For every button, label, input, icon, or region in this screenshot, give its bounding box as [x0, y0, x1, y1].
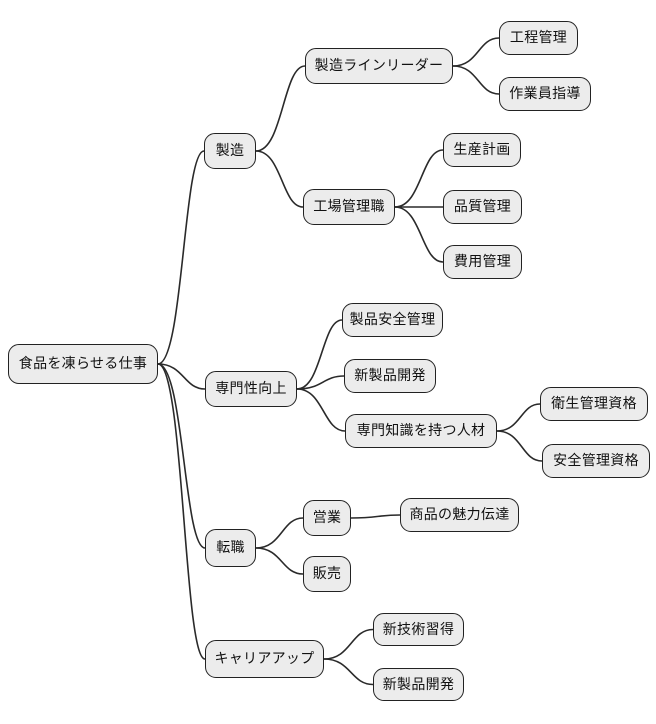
node-label-retail: 販売 [312, 566, 342, 582]
edge-expertise--product-safety [296, 319, 343, 390]
mindmap-node-safety-cert: 安全管理資格 [542, 444, 650, 478]
mindmap-node-sales: 営業 [303, 500, 351, 536]
node-label-line-leader: 製造ラインリーダー [314, 58, 444, 74]
edge-manufacturing--line-leader [255, 65, 306, 152]
edge-factory-management--production-planning [394, 149, 444, 208]
mindmap-node-new-tech: 新技術習得 [373, 613, 464, 646]
edge-job-change--sales [255, 517, 304, 549]
mindmap-node-quality-control: 品質管理 [443, 190, 522, 224]
node-label-factory-management: 工場管理職 [313, 199, 385, 215]
edge-root--job-change [157, 363, 206, 549]
mindmap-node-worker-guidance: 作業員指導 [499, 77, 591, 111]
edge-sales--product-appeal [350, 514, 401, 519]
edge-career-up--new-product-dev-2 [323, 658, 374, 686]
mindmap-node-job-change: 転職 [205, 529, 256, 567]
node-label-cost-control: 費用管理 [453, 254, 512, 270]
mindmap-node-retail: 販売 [303, 556, 351, 592]
node-label-hygiene-cert: 衛生管理資格 [551, 396, 637, 412]
mindmap-node-product-safety: 製品安全管理 [342, 303, 443, 337]
node-label-worker-guidance: 作業員指導 [509, 86, 581, 102]
node-label-expertise: 専門性向上 [215, 381, 287, 397]
edge-line-leader--worker-guidance [452, 65, 500, 95]
mindmap-node-manufacturing: 製造 [204, 133, 256, 169]
node-label-safety-cert: 安全管理資格 [553, 453, 639, 469]
mindmap-node-hygiene-cert: 衛生管理資格 [540, 387, 648, 421]
edge-specialist-personnel--safety-cert [496, 430, 543, 462]
mindmap-node-specialist-personnel: 専門知識を持つ人材 [345, 414, 497, 448]
node-label-new-tech: 新技術習得 [382, 621, 455, 638]
node-label-production-planning: 生産計画 [453, 142, 511, 158]
node-label-career-up: キャリアアップ [214, 651, 315, 667]
mindmap-node-factory-management: 工場管理職 [303, 189, 395, 225]
node-label-job-change: 転職 [216, 540, 245, 556]
node-label-new-product-dev-2: 新製品開発 [382, 676, 455, 693]
edge-root--expertise [157, 363, 206, 390]
edge-specialist-personnel--hygiene-cert [496, 403, 541, 432]
edge-career-up--new-tech [323, 628, 374, 660]
edge-expertise--new-product-dev-1 [296, 375, 345, 390]
mindmap-node-product-appeal: 商品の魅力伝達 [400, 498, 519, 532]
edge-expertise--specialist-personnel [296, 388, 346, 432]
node-label-quality-control: 品質管理 [453, 199, 512, 215]
mindmap-node-new-product-dev-2: 新製品開発 [373, 668, 464, 701]
mindmap-node-production-planning: 生産計画 [443, 133, 521, 167]
mindmap-node-process-control: 工程管理 [499, 21, 578, 55]
mindmap-node-career-up: キャリアアップ [205, 640, 324, 678]
edge-job-change--retail [255, 547, 304, 575]
mindmap-node-root: 食品を凍らせる仕事 [8, 344, 158, 384]
node-label-sales: 営業 [312, 510, 342, 526]
edge-manufacturing--factory-management [255, 150, 304, 208]
mindmap-node-expertise: 専門性向上 [205, 371, 297, 407]
edge-line-leader--process-control [452, 37, 500, 67]
node-label-new-product-dev-1: 新製品開発 [354, 368, 426, 384]
mindmap-node-cost-control: 費用管理 [443, 245, 522, 279]
edge-factory-management--cost-control [394, 206, 444, 263]
node-label-product-appeal: 商品の魅力伝達 [409, 507, 510, 523]
node-label-specialist-personnel: 専門知識を持つ人材 [356, 423, 486, 439]
node-label-product-safety: 製品安全管理 [349, 312, 436, 328]
mindmap-node-new-product-dev-1: 新製品開発 [344, 359, 436, 393]
edge-root--career-up [157, 363, 206, 660]
node-label-process-control: 工程管理 [509, 30, 568, 46]
edge-root--manufacturing [157, 150, 205, 365]
node-label-root: 食品を凍らせる仕事 [18, 356, 148, 372]
mindmap-node-line-leader: 製造ラインリーダー [305, 48, 453, 84]
node-label-manufacturing: 製造 [215, 143, 245, 159]
